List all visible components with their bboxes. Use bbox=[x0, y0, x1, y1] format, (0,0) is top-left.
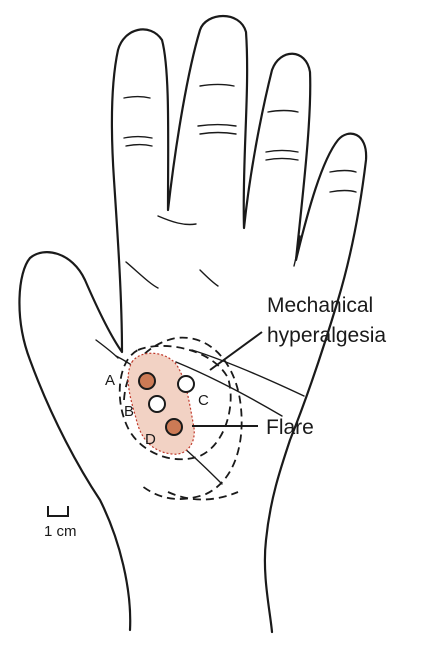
hyperalgesia-region-lower-arc bbox=[168, 492, 238, 500]
scale-bar bbox=[48, 506, 68, 516]
point-b-label: B bbox=[124, 403, 134, 420]
mechanical-hyperalgesia-label-line2: hyperalgesia bbox=[267, 324, 386, 347]
point-d-label: D bbox=[145, 431, 156, 448]
point-a-marker bbox=[139, 373, 155, 389]
point-c-label: C bbox=[198, 392, 209, 409]
palm-creases bbox=[96, 216, 304, 484]
point-c-marker bbox=[178, 376, 194, 392]
point-b-marker bbox=[149, 396, 165, 412]
mechanical-hyperalgesia-label-line1: Mechanical bbox=[267, 294, 373, 317]
scale-label: 1 cm bbox=[44, 523, 77, 540]
flare-label: Flare bbox=[266, 416, 314, 439]
point-d-marker bbox=[166, 419, 182, 435]
hyperalgesia-leader-line bbox=[210, 332, 262, 370]
point-a-label: A bbox=[105, 372, 115, 389]
